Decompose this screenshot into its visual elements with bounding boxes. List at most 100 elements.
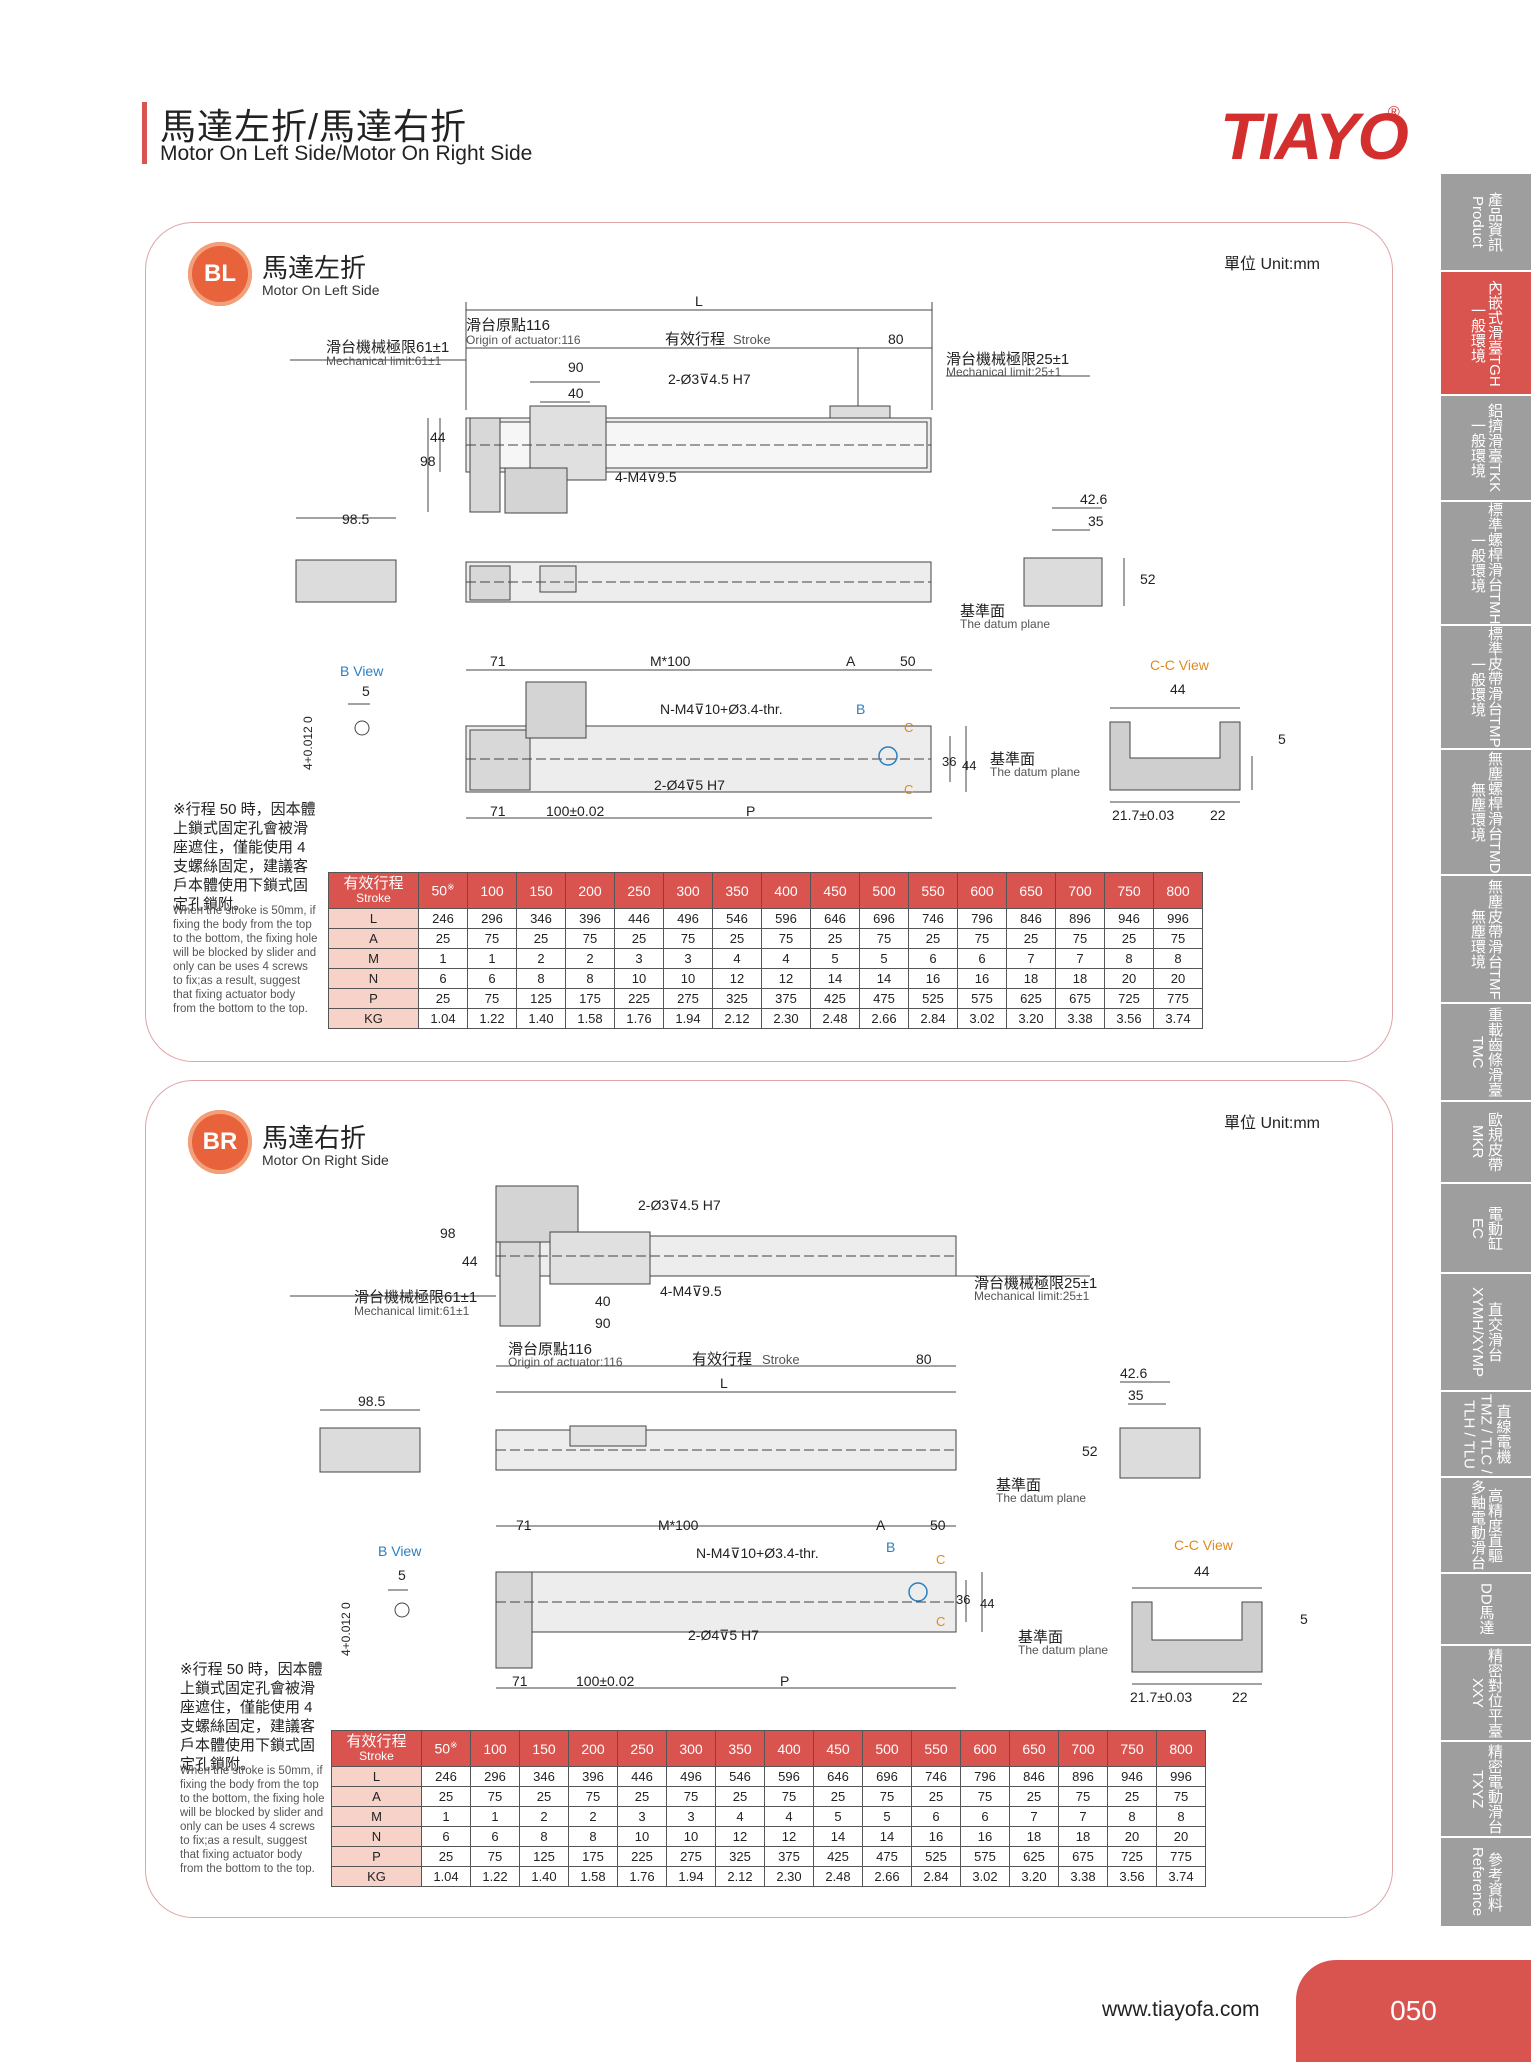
table-cell: 16 (908, 968, 958, 989)
table-header-cell: 400 (764, 1730, 814, 1767)
row-label: A (331, 1786, 422, 1807)
table-cell: 3.38 (1055, 1008, 1105, 1029)
table-cell: 575 (960, 1846, 1010, 1867)
table-cell: 1.22 (470, 1866, 520, 1887)
table-header-cell: 50※ (418, 872, 468, 909)
table-header-cell: 300 (666, 1730, 716, 1767)
svg-text:C-C View: C-C View (1150, 657, 1210, 673)
svg-text:98.5: 98.5 (358, 1393, 385, 1409)
svg-text:有效行程: 有效行程 (665, 331, 725, 348)
stroke-note-en: When the stroke is 50mm, if fixing the b… (173, 905, 318, 1015)
table-cell: 996 (1156, 1766, 1206, 1787)
table-cell: 8 (1156, 1806, 1206, 1827)
sidebar-item-label: 重載齒條滑臺 TMC (1469, 1007, 1503, 1097)
svg-text:M*100: M*100 (650, 653, 691, 669)
table-cell: 3 (666, 1806, 716, 1827)
svg-text:滑台機械極限25±1: 滑台機械極限25±1 (946, 351, 1069, 368)
sidebar-item-linear-motor[interactable]: 直線電機 TMZ / TLC / TLH / TLU (1441, 1392, 1531, 1478)
table-cell: 2.30 (764, 1866, 814, 1887)
sidebar-item-tkk[interactable]: 鋁擠滑臺TKK 一般環境 (1441, 396, 1531, 502)
sidebar-item-tmh[interactable]: 標準螺桿滑台TMH 一般環境 (1441, 502, 1531, 626)
table-cell: 6 (960, 1806, 1010, 1827)
page-title-en: Motor On Left Side/Motor On Right Side (160, 142, 533, 165)
table-cell: 10 (617, 1826, 667, 1847)
sidebar-item-label: 精密對位平臺 XXY (1469, 1648, 1503, 1738)
table-header-cell: 550 (911, 1730, 961, 1767)
svg-text:滑台機械極限61±1: 滑台機械極限61±1 (326, 339, 449, 356)
table-cell: 25 (810, 928, 860, 949)
table-cell: 3.02 (960, 1866, 1010, 1887)
table-header-cell: 100 (467, 872, 517, 909)
sidebar-item-reference[interactable]: 參考資料 Reference (1441, 1838, 1531, 1928)
table-cell: 2.12 (712, 1008, 762, 1029)
sidebar-item-tmd[interactable]: 無塵螺桿滑台TMD 無塵環境 (1441, 750, 1531, 876)
panel-motor-right (145, 1080, 1393, 1918)
table-cell: 3.56 (1104, 1008, 1154, 1029)
sidebar-item-xym[interactable]: 直交滑台 XYMH/XYMP (1441, 1274, 1531, 1392)
sidebar-item-dd-motor[interactable]: DD馬達 (1441, 1574, 1531, 1646)
table-cell: 846 (1009, 1766, 1059, 1787)
svg-text:The datum plane: The datum plane (996, 1491, 1086, 1505)
svg-text:基準面: 基準面 (1018, 1629, 1063, 1646)
section-title-zh: 馬達左折 (262, 253, 367, 283)
table-cell: 75 (1055, 928, 1105, 949)
sidebar-item-label: 產品資訊 Product (1469, 192, 1503, 252)
svg-text:5: 5 (1300, 1611, 1308, 1627)
table-cell: 625 (1006, 988, 1056, 1009)
sidebar-item-tmf[interactable]: 無塵皮帶滑台TMF 無塵環境 (1441, 876, 1531, 1004)
table-cell: 546 (715, 1766, 765, 1787)
table-cell: 725 (1104, 988, 1154, 1009)
table-header-cell: 200 (568, 1730, 618, 1767)
row-label: KG (328, 1008, 419, 1029)
svg-text:80: 80 (916, 1351, 932, 1367)
svg-text:L: L (695, 293, 703, 309)
table-header-cell: 100 (470, 1730, 520, 1767)
sidebar-item-xxy[interactable]: 精密對位平臺 XXY (1441, 1646, 1531, 1742)
section-badge-bl: BL (188, 242, 252, 306)
sidebar-item-txyz[interactable]: 精密電動滑台 TXYZ (1441, 1742, 1531, 1838)
table-cell: 596 (761, 908, 811, 929)
table-cell: 75 (859, 928, 909, 949)
website-link[interactable]: www.tiayofa.com (1102, 1998, 1260, 2021)
row-label: KG (331, 1866, 422, 1887)
sidebar-item-product[interactable]: 產品資訊 Product (1441, 174, 1531, 272)
sidebar-item-direct-drive[interactable]: 高精度直驅 多軸電動滑台 (1441, 1478, 1531, 1574)
table-cell: 225 (614, 988, 664, 1009)
table-cell: 675 (1055, 988, 1105, 1009)
table-header-cell: 400 (761, 872, 811, 909)
table-cell: 10 (663, 968, 713, 989)
table-cell: 25 (614, 928, 664, 949)
row-label: L (328, 908, 419, 929)
table-cell: 1.58 (568, 1866, 618, 1887)
table-cell: 18 (1006, 968, 1056, 989)
svg-text:Mechanical limit:25±1: Mechanical limit:25±1 (974, 1289, 1090, 1303)
table-cell: 796 (960, 1766, 1010, 1787)
row-label: M (328, 948, 419, 969)
table-cell: 2.48 (813, 1866, 863, 1887)
svg-text:M*100: M*100 (658, 1517, 699, 1533)
svg-text:44: 44 (1170, 681, 1186, 697)
row-label: L (331, 1766, 422, 1787)
table-cell: 225 (617, 1846, 667, 1867)
sidebar-item-tmp[interactable]: 標準皮帶滑台TMP 一般環境 (1441, 626, 1531, 750)
table-cell: 796 (957, 908, 1007, 929)
svg-text:B View: B View (340, 663, 384, 679)
sidebar-item-label: 標準皮帶滑台TMP 一般環境 (1469, 626, 1503, 748)
table-cell: 125 (519, 1846, 569, 1867)
table-cell: 75 (467, 988, 517, 1009)
section-title-en: Motor On Right Side (262, 1152, 389, 1168)
sidebar-item-tmc[interactable]: 重載齒條滑臺 TMC (1441, 1004, 1531, 1102)
table-cell: 4 (761, 948, 811, 969)
sidebar-item-ec[interactable]: 電動缸 EC (1441, 1184, 1531, 1274)
table-cell: 25 (418, 988, 468, 1009)
table-header-cell: 300 (663, 872, 713, 909)
sidebar-item-tgh[interactable]: 內嵌式滑臺TGH 一般環境 (1441, 272, 1531, 396)
table-cell: 325 (715, 1846, 765, 1867)
table-cell: 14 (862, 1826, 912, 1847)
svg-text:50: 50 (930, 1517, 946, 1533)
table-cell: 75 (761, 928, 811, 949)
sidebar-item-mkr[interactable]: 歐規皮帶 MKR (1441, 1102, 1531, 1184)
